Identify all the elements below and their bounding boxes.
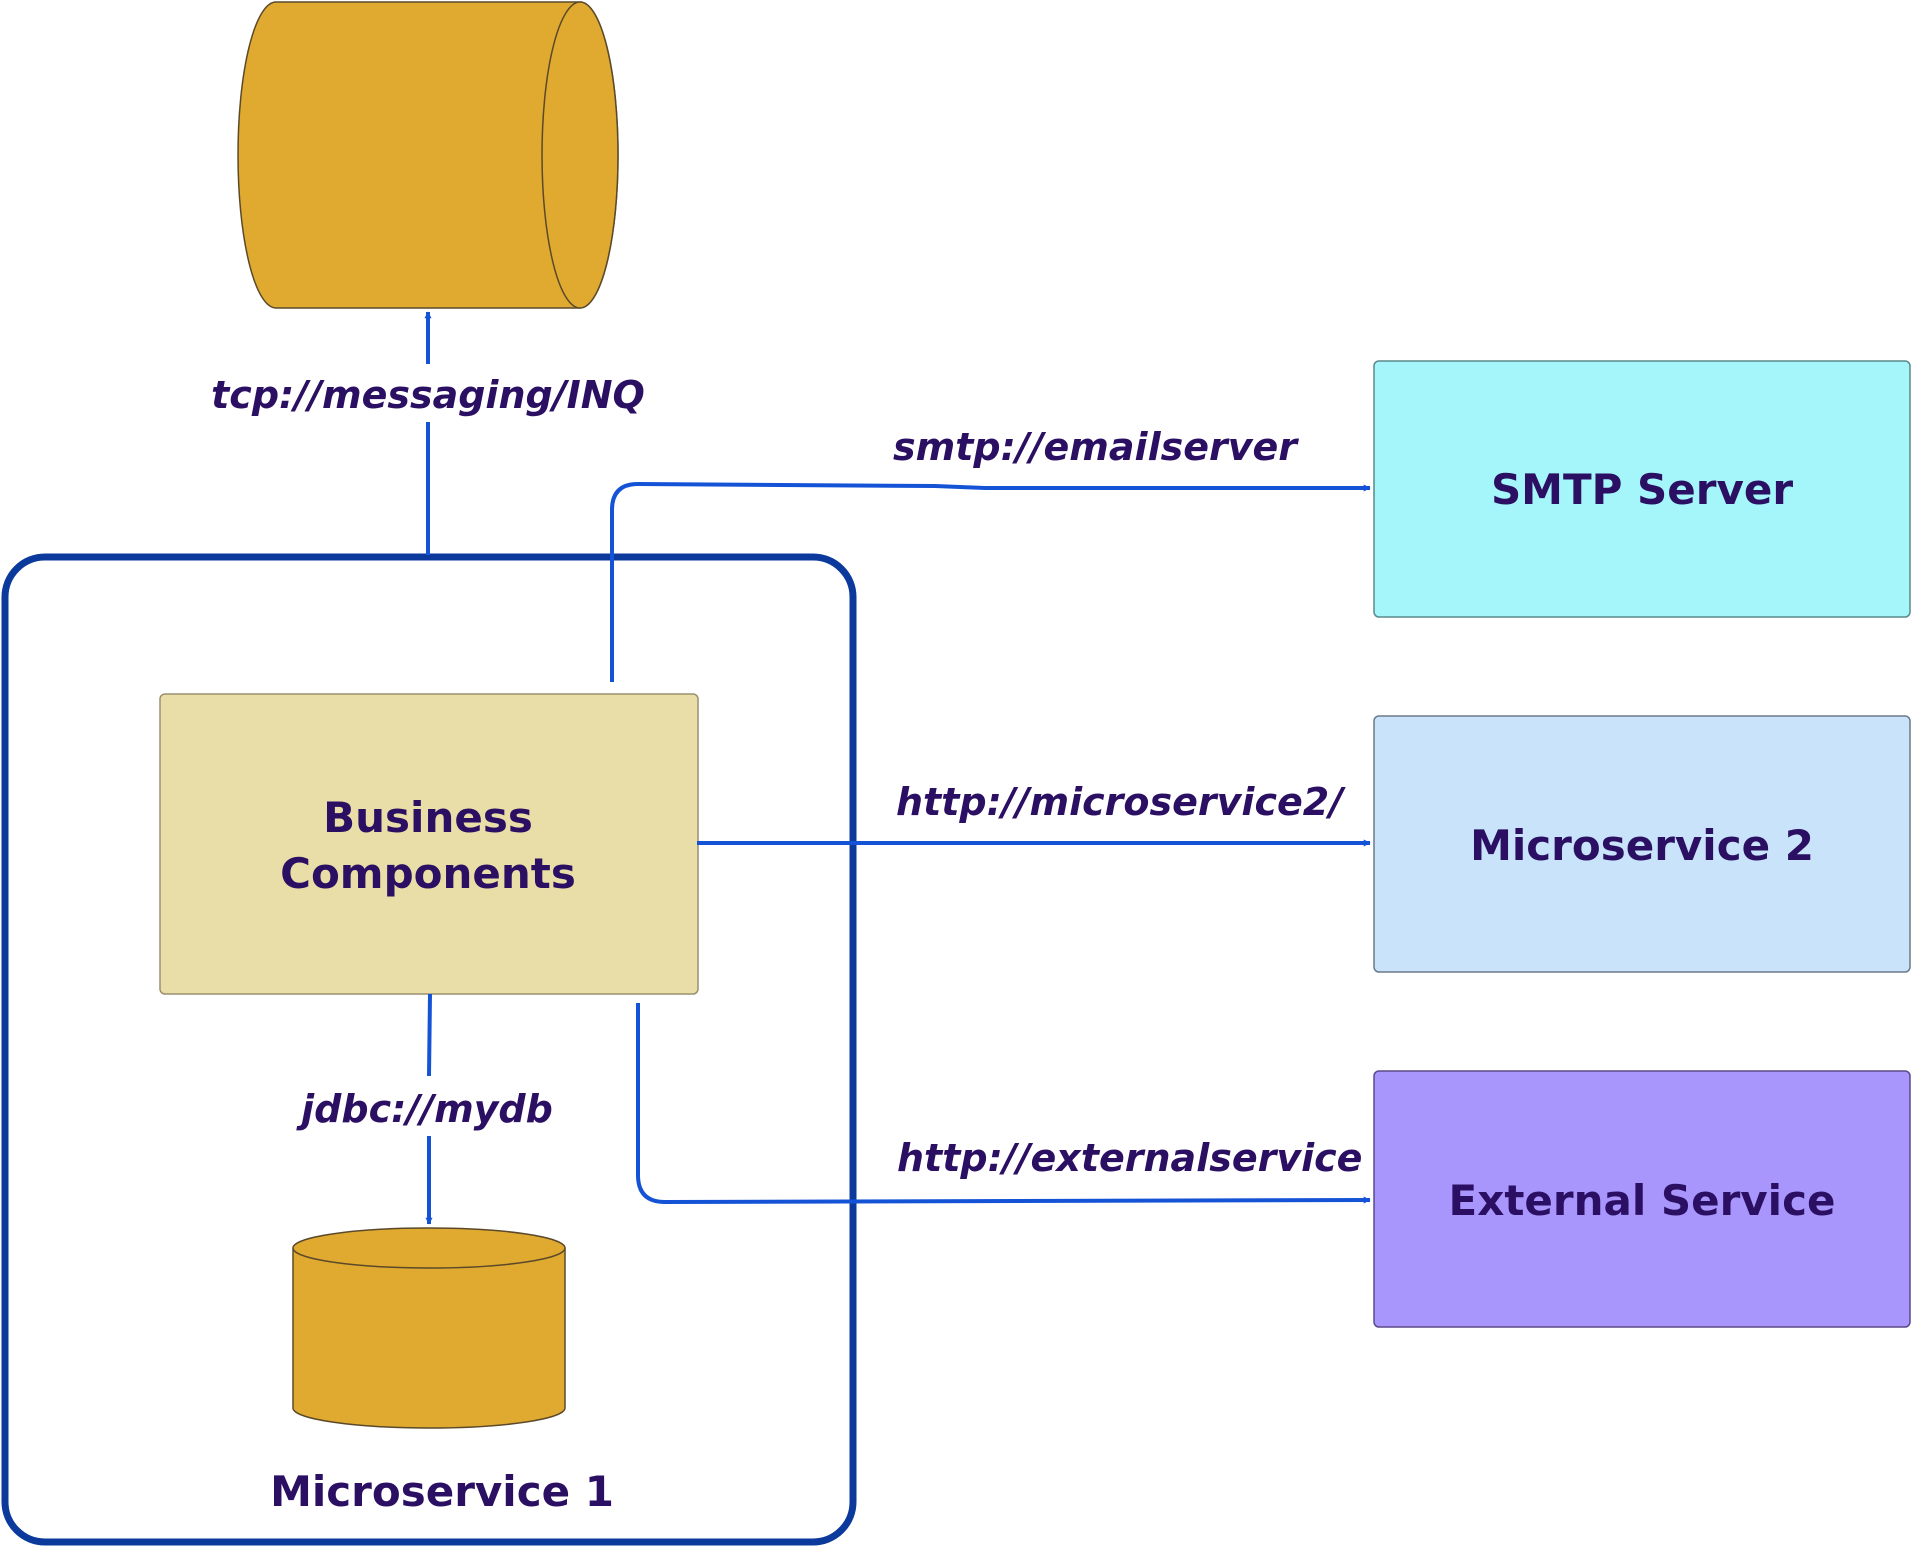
external-service-label: External Service [1449,1176,1836,1225]
edge-jdbc-top [427,993,432,1077]
microservice1-label: Microservice 1 [270,1467,614,1516]
smtp-server-box[interactable] [1373,360,1911,618]
edge-smtp [610,481,1371,682]
edge-label-smtp: smtp://emailserver [893,425,1299,469]
business-components-label-line1: Business [323,793,533,842]
edge-label-tcp-messaging: tcp://messaging/INQ [211,373,645,417]
business-components-label-line2: Components [280,849,576,898]
business-components-box[interactable] [159,693,699,995]
microservice2-label: Microservice 2 [1470,821,1814,870]
external-service-box[interactable] [1373,1070,1911,1328]
edge-external-service [636,1003,1371,1205]
edge-label-external-service: http://externalservice [897,1136,1362,1180]
edge-label-microservice2: http://microservice2/ [896,780,1346,824]
message-queue-cylinder[interactable] [237,1,619,309]
database-cylinder[interactable] [292,1227,566,1429]
smtp-server-label: SMTP Server [1491,465,1793,514]
microservice2-box[interactable] [1373,715,1911,973]
edge-label-jdbc: jdbc://mydb [296,1087,553,1131]
